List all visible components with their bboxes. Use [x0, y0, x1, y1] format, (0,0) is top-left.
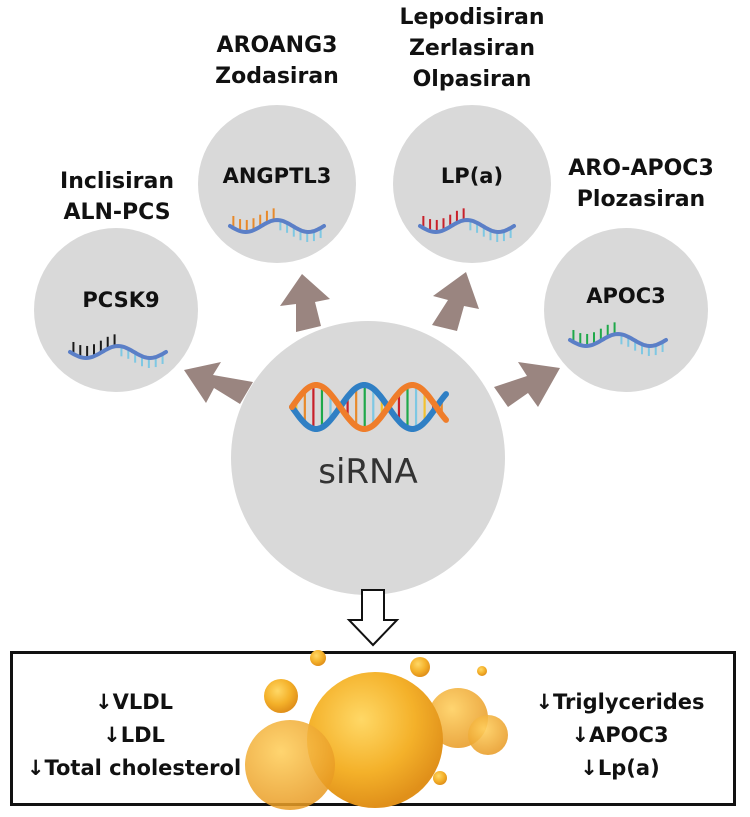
effect-item: ↓APOC3	[571, 723, 669, 747]
effect-item: ↓Lp(a)	[580, 756, 660, 780]
pcsk9-helix-icon	[68, 334, 168, 368]
drug-name: ARO-APOC3	[568, 156, 714, 181]
helix-strand	[289, 382, 449, 432]
arrow-to-lpa	[432, 272, 479, 331]
effect-item: ↓Total cholesterol	[26, 756, 242, 780]
apoc3-helix-icon	[568, 322, 668, 356]
lpa-drug-list: Lepodisiran Zerlasiran Olpasiran	[377, 2, 567, 95]
helix-strand	[568, 331, 668, 349]
drug-name: Zerlasiran	[408, 36, 536, 61]
angptl3-label: ANGPTL3	[222, 164, 332, 188]
arrow-to-apoc3	[494, 362, 560, 407]
helix-strand	[68, 343, 168, 361]
lpa-circle	[393, 105, 551, 263]
drug-name: Olpasiran	[412, 67, 532, 92]
drug-name: AROANG3	[216, 33, 338, 58]
helix-strand	[289, 382, 449, 432]
pcsk9-label: PCSK9	[82, 288, 160, 312]
effects-right: ↓Triglycerides ↓APOC3 ↓Lp(a)	[510, 686, 730, 785]
angptl3-circle	[198, 105, 356, 263]
helix-strand	[418, 217, 516, 235]
drug-name: Lepodisiran	[399, 5, 545, 30]
helix-strand	[228, 217, 326, 235]
lpa-label: LP(a)	[440, 164, 504, 188]
arrow-to-angptl3	[280, 274, 330, 332]
effects-left: ↓VLDL ↓LDL ↓Total cholesterol	[16, 686, 252, 785]
angptl3-helix-icon	[228, 208, 326, 242]
pcsk9-circle	[34, 228, 198, 392]
arrow-to-pcsk9	[184, 362, 253, 404]
sirna-label: siRNA	[318, 452, 418, 492]
apoc3-circle	[544, 228, 708, 392]
angptl3-drug-list: AROANG3 Zodasiran	[182, 30, 372, 92]
drug-name: ALN-PCS	[63, 200, 171, 225]
drug-name: Inclisiran	[60, 169, 174, 194]
apoc3-label: APOC3	[586, 284, 666, 308]
effect-item: ↓LDL	[103, 723, 165, 747]
sirna-double-helix-icon	[289, 382, 449, 432]
effect-item: ↓Triglycerides	[535, 690, 705, 714]
pcsk9-drug-list: Inclisiran ALN-PCS	[22, 166, 212, 228]
drug-name: Zodasiran	[215, 64, 339, 89]
down-arrow-icon	[346, 589, 400, 647]
lpa-helix-icon	[418, 208, 516, 242]
effect-item: ↓VLDL	[94, 690, 174, 714]
apoc3-drug-list: ARO-APOC3 Plozasiran	[546, 153, 736, 215]
drug-name: Plozasiran	[576, 187, 706, 212]
sirna-circle	[231, 321, 505, 595]
arrows	[184, 272, 560, 407]
